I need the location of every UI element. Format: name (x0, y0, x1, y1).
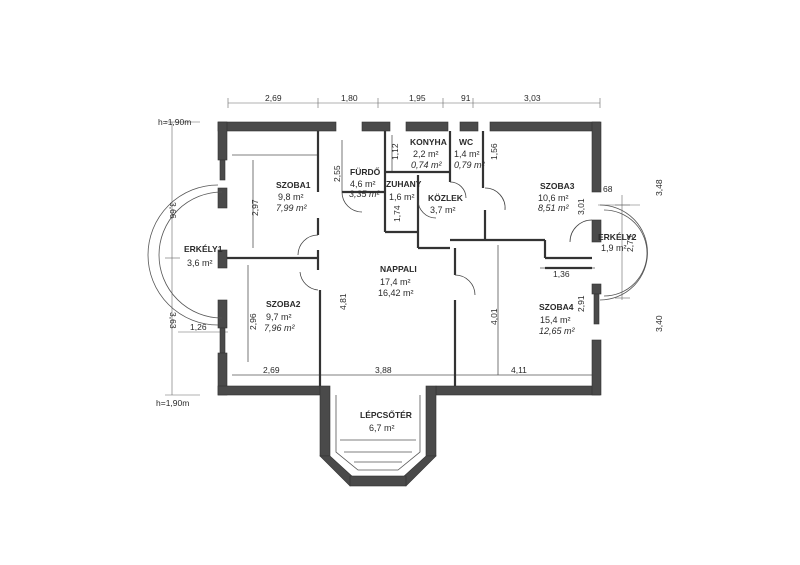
wc-area: 1,4 m² (454, 149, 480, 159)
dim-erkely2-h: 2,91 (576, 295, 586, 312)
nappali-name: NAPPALI (380, 264, 417, 274)
dim-bottom-left: 2,69 (263, 365, 280, 375)
room-erkely2: ERKÉLY2 1,9 m² (598, 232, 637, 253)
konyha-area2: 0,74 m² (411, 160, 443, 170)
konyha-name: KONYHA (410, 137, 447, 147)
erkely1-area: 3,6 m² (187, 258, 213, 268)
staircase (319, 385, 437, 487)
nappali-area2: 16,42 m² (378, 288, 414, 298)
dim-bottom-right: 4,11 (511, 365, 527, 375)
door-swings (297, 181, 593, 296)
height-label-bottom: h=1,90m (156, 398, 189, 408)
szoba2-name: SZOBA2 (266, 299, 301, 309)
outer-walls (217, 121, 602, 396)
furdo-name: FÜRDŐ (350, 166, 381, 177)
balcony-outlines (147, 184, 648, 326)
szoba3-area: 10,6 m² (538, 193, 569, 203)
dim-left-inner: 1,26 (190, 322, 207, 332)
dim-right-cut-2: 3,40 (654, 315, 664, 332)
wc-name: WC (459, 137, 473, 147)
dim-erkely2-w: 1,36 (553, 269, 570, 279)
szoba1-area2: 7,99 m² (276, 203, 308, 213)
szoba1-area: 9,8 m² (278, 192, 304, 202)
dim-nappali-h: 4,81 (338, 293, 348, 310)
kozlek-name: KÖZLEK (428, 193, 464, 203)
room-furdo: FÜRDŐ 4,6 m² 3,35 m² (349, 166, 381, 199)
dim-szoba2-h: 2,96 (248, 313, 258, 330)
erkely2-area: 1,9 m² (601, 243, 627, 253)
nappali-area: 17,4 m² (380, 277, 411, 287)
dim-top-5: 3,03 (524, 93, 541, 103)
szoba4-area: 15,4 m² (540, 315, 571, 325)
dim-top-3: 1,95 (409, 93, 426, 103)
furdo-area2: 3,35 m² (349, 189, 381, 199)
dim-szoba1-h: 2,97 (250, 199, 260, 216)
wc-area2: 0,79 m² (454, 160, 486, 170)
interior-walls (227, 131, 592, 386)
room-konyha: KONYHA 2,2 m² 0,74 m² (410, 137, 447, 170)
room-nappali: NAPPALI 17,4 m² 16,42 m² (378, 264, 417, 298)
dim-top-2: 1,80 (341, 93, 358, 103)
szoba3-name: SZOBA3 (540, 181, 575, 191)
room-szoba1: SZOBA1 9,8 m² 7,99 m² (276, 180, 311, 213)
dim-konyha-h: 1,12 (390, 143, 400, 160)
dim-top-4: 91 (461, 93, 471, 103)
szoba2-area2: 7,96 m² (264, 323, 296, 333)
dim-szoba3-h: 3,01 (576, 198, 586, 215)
furdo-area: 4,6 m² (350, 179, 376, 189)
dim-left-1: 3,66 (168, 202, 178, 219)
lepcsoter-area: 6,7 m² (369, 423, 395, 433)
room-lepcsoter: LÉPCSŐTÉR 6,7 m² (360, 409, 412, 433)
dim-bottom-mid: 3,88 (375, 365, 392, 375)
szoba1-name: SZOBA1 (276, 180, 311, 190)
dim-szoba4-h: 4,01 (489, 308, 499, 325)
konyha-area: 2,2 m² (413, 149, 439, 159)
zuhany-name: ZUHANY (386, 179, 422, 189)
dim-right-cut-1: 3,48 (654, 179, 664, 196)
dim-wc-h: 1,56 (489, 143, 499, 160)
szoba3-area2: 8,51 m² (538, 203, 570, 213)
room-szoba3: SZOBA3 10,6 m² 8,51 m² (538, 181, 575, 213)
erkely2-name: ERKÉLY2 (598, 232, 637, 242)
dim-right-1: 68 (603, 184, 613, 194)
dim-zuhany-h: 1,74 (392, 205, 402, 222)
room-szoba4: SZOBA4 15,4 m² 12,65 m² (539, 302, 576, 336)
height-label-top: h=1,90m (158, 117, 191, 127)
dim-furdo-h: 2,55 (332, 165, 342, 182)
dim-top-1: 2,69 (265, 93, 282, 103)
szoba4-name: SZOBA4 (539, 302, 574, 312)
szoba2-area: 9,7 m² (266, 312, 292, 322)
room-erkely1: ERKÉLY1 3,6 m² (184, 244, 223, 268)
room-kozlek: KÖZLEK 3,7 m² (428, 193, 464, 215)
dim-left-2: 3,63 (168, 312, 178, 329)
room-zuhany: ZUHANY 1,6 m² (386, 179, 422, 202)
lepcsoter-name: LÉPCSŐTÉR (360, 409, 412, 420)
zuhany-area: 1,6 m² (389, 192, 415, 202)
erkely1-name: ERKÉLY1 (184, 244, 223, 254)
room-wc: WC 1,4 m² 0,79 m² (454, 137, 486, 170)
room-szoba2: SZOBA2 9,7 m² 7,96 m² (264, 299, 301, 333)
szoba4-area2: 12,65 m² (539, 326, 576, 336)
kozlek-area: 3,7 m² (430, 205, 456, 215)
dim-right-2: 2,73 (625, 235, 635, 252)
dimension-lines (165, 98, 640, 396)
